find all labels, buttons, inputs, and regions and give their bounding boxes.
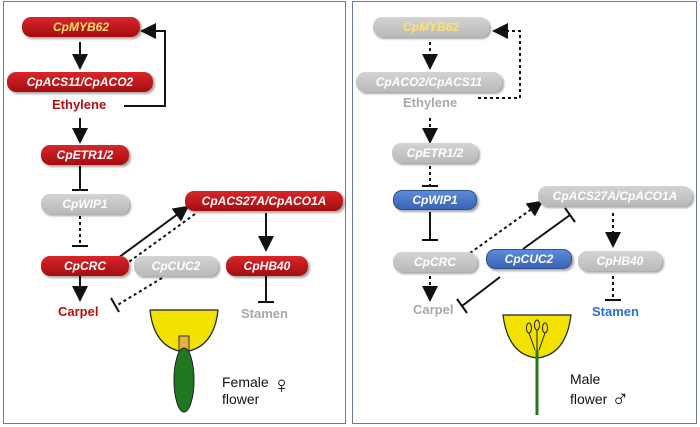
female-cuc2-node: CpCUC2 [134,256,218,276]
female-crc-label: CpCRC [64,259,106,273]
female-stamen-label: Stamen [241,306,288,321]
male-aco2-label: CpACO2/CpACS11 [375,75,483,89]
male-flower-caption: Male flower ♂ [570,371,629,412]
male-flower-drawing [502,314,572,415]
male-myb62-label: CpMYB62 [402,20,459,34]
male-ethylene-label: Ethylene [403,95,458,110]
male-acs27-label: CpACS27A/CpACO1A [552,189,678,203]
female-myb62-label: CpMYB62 [52,20,109,34]
female-acs27-label: CpACS27A/CpACO1A [201,194,327,208]
male-edges [422,23,621,314]
female-symbol: ♀ [272,372,291,399]
female-flower-word: Female [222,374,269,390]
female-myb62-node: CpMYB62 [22,17,140,37]
male-hb40-node: CpHB40 [578,251,662,271]
male-hb40-label: CpHB40 [596,254,644,268]
male-carpel-label: Carpel [413,302,454,317]
female-hb40-label: CpHB40 [243,259,291,273]
female-etr-label: CpETR1/2 [56,148,114,162]
female-flower-caption: Female ♀ flower [222,371,291,408]
male-symbol: ♂ [611,386,630,413]
female-cuc2-label: CpCUC2 [151,259,201,273]
male-acs27-node: CpACS27A/CpACO1A [538,186,692,206]
male-etr-node: CpETR1/2 [392,143,478,163]
male-wip1-node: CpWIP1 [393,190,477,210]
male-crc-label: CpCRC [414,255,456,269]
male-cuc2-node: CpCUC2 [486,249,572,269]
male-stamen-label: Stamen [592,304,639,319]
male-flower-word: Male [570,371,601,387]
female-flower-line2: flower [222,391,260,407]
female-wip1-node: CpWIP1 [41,194,129,214]
female-wip1-label: CpWIP1 [62,197,108,211]
female-flower-drawing [149,309,219,413]
female-carpel-label: Carpel [58,304,99,319]
male-myb62-node: CpMYB62 [373,17,489,37]
male-flower-line2: flower [570,391,608,407]
female-crc-node: CpCRC [41,256,129,276]
male-aco2-node: CpACO2/CpACS11 [356,72,502,92]
male-wip1-label: CpWIP1 [412,193,458,207]
male-crc-node: CpCRC [393,252,477,272]
male-etr-label: CpETR1/2 [406,146,464,160]
female-ethylene-label: Ethylene [52,97,107,112]
male-cuc2-label: CpCUC2 [504,252,554,266]
female-etr-node: CpETR1/2 [41,145,129,165]
female-acs27-node: CpACS27A/CpACO1A [185,191,343,211]
female-edges [72,23,274,313]
female-acs11-node: CpACS11/CpACO2 [7,72,153,92]
female-acs11-label: CpACS11/CpACO2 [26,75,134,89]
female-hb40-node: CpHB40 [226,256,308,276]
